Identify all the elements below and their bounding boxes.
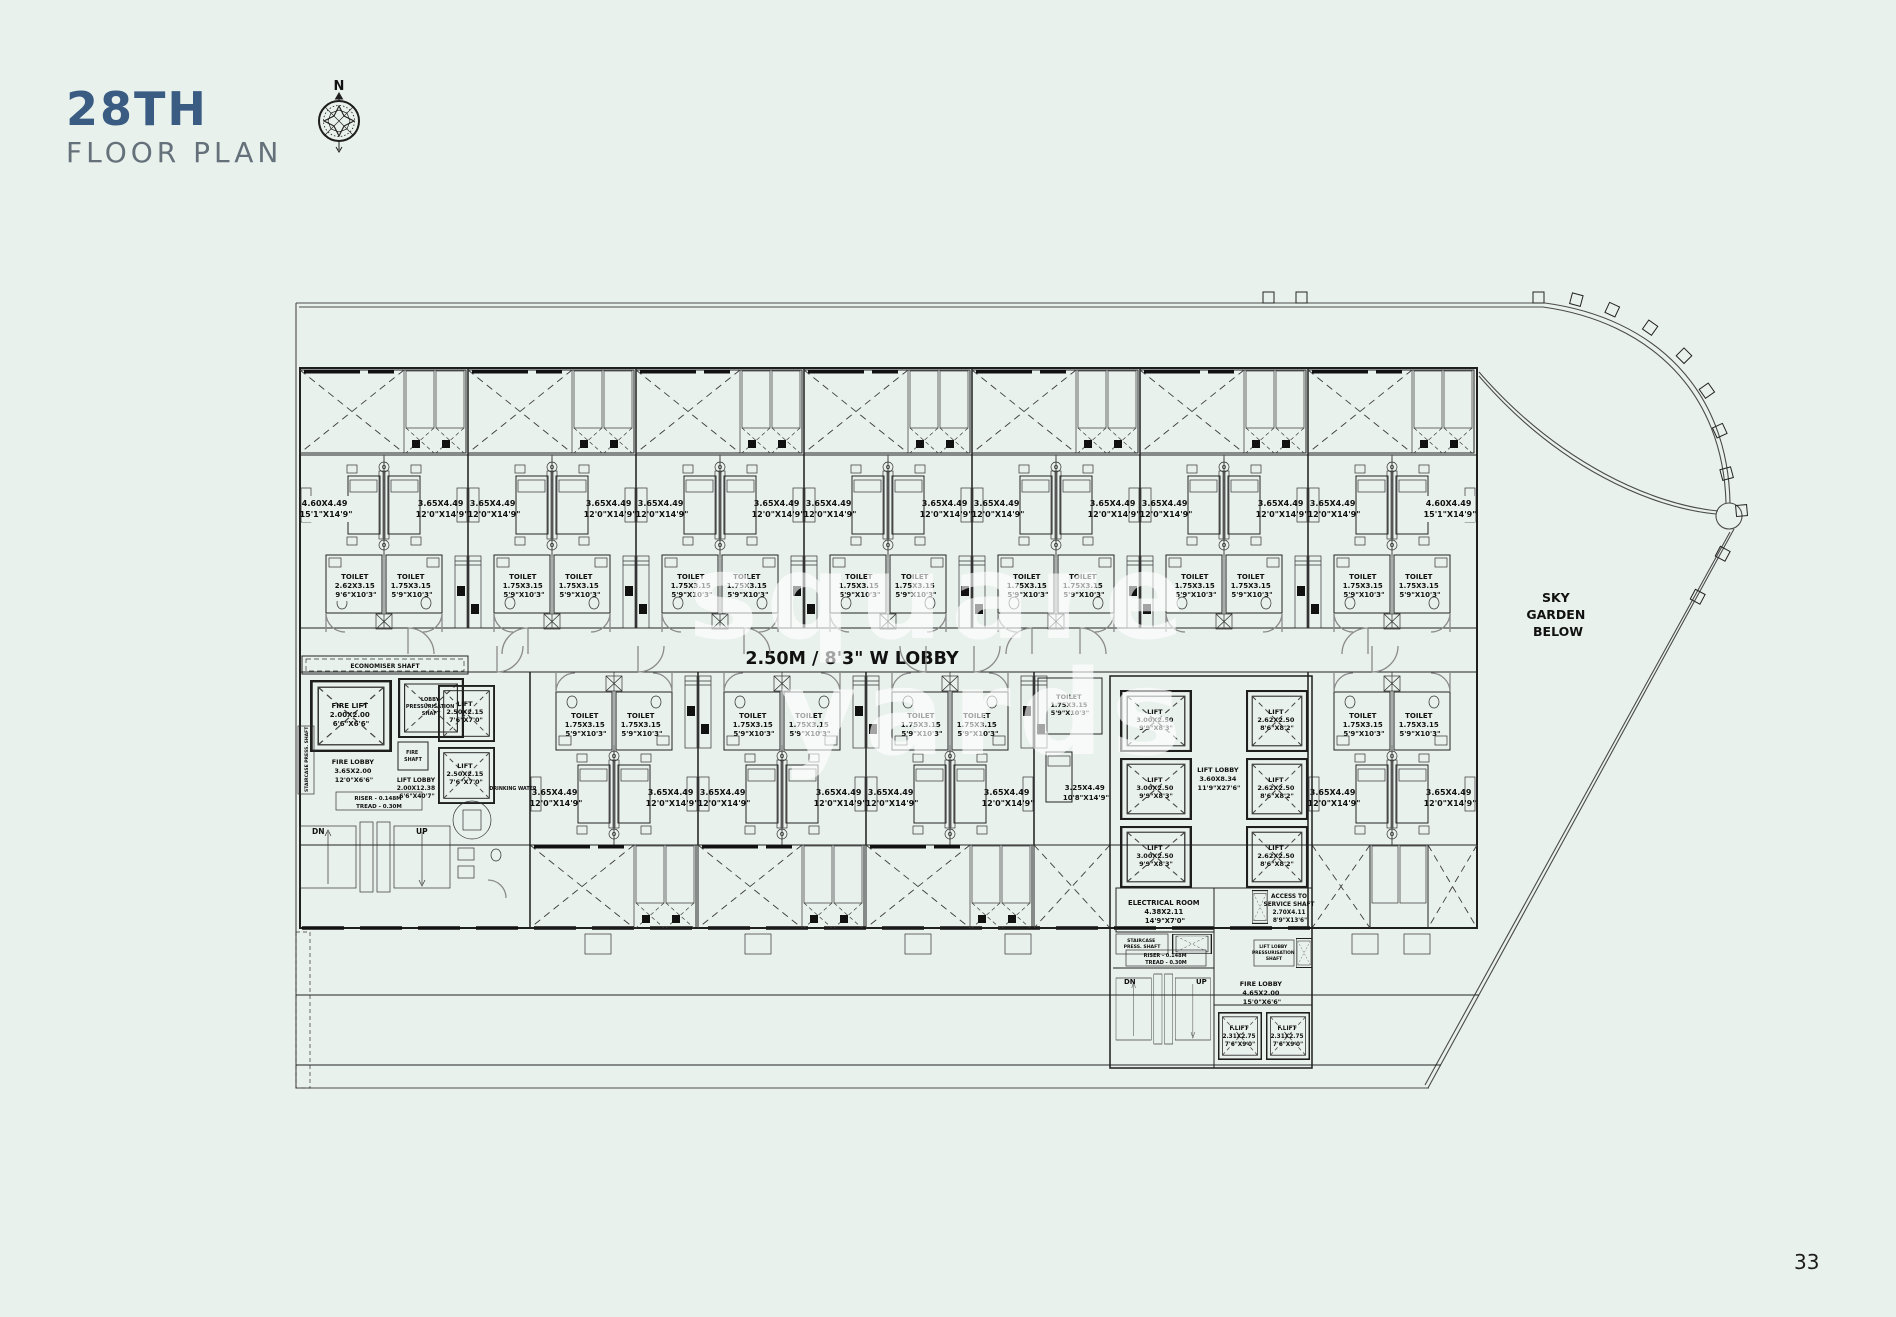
lower-toilet-row xyxy=(555,672,1451,751)
svg-text:LIFT 3.00X2.50 9'9: LIFT 3.00X2.50 9'9"X8'3" xyxy=(1136,844,1175,868)
left-lift-lobby-label: LIFT LOBBY 2.00X12.38 6'6"X40'7" xyxy=(397,777,438,800)
svg-text:LIFT 3.00X2.50 9'9: LIFT 3.00X2.50 9'9"X8'3" xyxy=(1136,776,1175,800)
svg-text:FIRE LIFT 2.00X2.00: FIRE LIFT 2.00X2.00 6'6"X6'6" xyxy=(330,702,372,728)
upper-room-row: 4.60X4.49 15'1"X14'9" 4.60X4.49 15'1"X14… xyxy=(299,455,1477,557)
upper-duplex-band xyxy=(299,369,1475,454)
svg-text:3.25X4.49 10'8"X14'9": 3.25X4.49 10'8"X14'9" xyxy=(1063,784,1109,802)
corridor: 2.50M / 8'3" W LOBBY xyxy=(407,627,1399,673)
terrace-strips xyxy=(295,931,1479,1089)
compass-icon: N xyxy=(318,79,360,153)
svg-text:RISER - 0.148M TREAD - 0: RISER - 0.148M TREAD - 0.30M xyxy=(1144,953,1189,966)
svg-text:LIFT LOBBY PRESSURISATIO: LIFT LOBBY PRESSURISATION SHAFT xyxy=(1252,944,1296,962)
drinking-water-label: DRINKING WATER xyxy=(489,786,537,792)
end-room-label-right: 4.60X4.49 15'1"X14'9" xyxy=(1424,496,1477,522)
svg-text:TOILET 2.62X3.15: TOILET 2.62X3.15 9'6"X10'3" xyxy=(335,573,377,599)
svg-text:RISER - 0.148M TREAD - 0: RISER - 0.148M TREAD - 0.30M xyxy=(354,796,403,810)
left-core: ECONOMISER SHAFT FIRE LIFT 2.00X2.00 6'6… xyxy=(297,655,537,928)
small-room: TOILET 1.75X3.15 5'9"X10'3" 3.25X4.49 10… xyxy=(1037,677,1109,803)
svg-text:LIFT 3.00X2.50 9'9: LIFT 3.00X2.50 9'9"X8'3" xyxy=(1136,708,1175,732)
svg-text:LIFT 2.62X2.50 8'6: LIFT 2.62X2.50 8'6"X8'2" xyxy=(1257,844,1296,868)
compass-north-label: N xyxy=(334,79,345,94)
left-fire-lobby-label: FIRE LOBBY 3.65X2.00 12'0"X6'6" xyxy=(332,758,377,784)
upper-toilet-row: TOILET 2.62X3.15 9'6"X10'3" xyxy=(325,554,1451,633)
svg-text:LIFT 2.62X2.50 8'6: LIFT 2.62X2.50 8'6"X8'2" xyxy=(1257,776,1296,800)
svg-text:4.60X4.49 15'1"X14'9": 4.60X4.49 15'1"X14'9" xyxy=(1424,499,1477,519)
right-lift-lobby-label: LIFT LOBBY 3.60X8.34 11'9"X27'6" xyxy=(1197,766,1241,792)
svg-text:TOILET 1.75X3.15: TOILET 1.75X3.15 5'9"X10'3" xyxy=(1050,693,1089,717)
stair-press-shaft-label: STAIRCASE PRESS. SHAFT xyxy=(304,726,310,792)
building-outline xyxy=(299,367,1478,930)
page-title: 28TH xyxy=(66,82,208,136)
svg-text:LIFT 2.62X2.50 8'6: LIFT 2.62X2.50 8'6"X8'2" xyxy=(1257,708,1296,732)
right-core: LIFT 3.00X2.50 9'9"X8'3" LIFT 3.00X2.50 … xyxy=(1109,675,1317,1069)
electrical-room-label: ELECTRICAL ROOM 4.38X2.11 14'9"X7'0" xyxy=(1128,899,1202,925)
svg-text:4.60X4.49 15'1"X14'9": 4.60X4.49 15'1"X14'9" xyxy=(300,499,353,519)
svg-text:DN: DN xyxy=(1124,978,1136,986)
lower-room-row: TOILET 1.75X3.15 5'9"X10'3" 3.25X4.49 10… xyxy=(529,677,1477,846)
facade-mullions xyxy=(1262,291,1749,605)
svg-text:UP: UP xyxy=(1196,978,1207,986)
floor-title-block: 28TH FLOOR PLAN xyxy=(66,86,282,169)
svg-text:UP: UP xyxy=(416,827,428,836)
site-boundary xyxy=(295,291,1749,1089)
economiser-shaft-label: ECONOMISER SHAFT xyxy=(350,663,420,670)
end-toilet-label: TOILET 2.62X3.15 9'6"X10'3" xyxy=(331,571,381,601)
svg-text:F.LIFT 2.31X2.75 7: F.LIFT 2.31X2.75 7'6"X9'0" xyxy=(1222,1026,1257,1048)
svg-text:STAIRCASE PRESS. SHAFT: STAIRCASE PRESS. SHAFT xyxy=(1124,938,1162,950)
page-number: 33 xyxy=(1794,1250,1820,1274)
page-subtitle: FLOOR PLAN xyxy=(66,136,283,169)
svg-text:LOBBY PRESSURISATION: LOBBY PRESSURISATION SHAFT xyxy=(406,697,456,717)
access-service-shaft-label: ACCESS TO SERVICE SHAFT 2.70X4.11 8'9"X1… xyxy=(1264,894,1317,924)
lower-duplex-band xyxy=(529,844,1478,929)
corridor-label: 2.50M / 8'3" W LOBBY xyxy=(745,649,959,669)
svg-text:DN: DN xyxy=(312,827,325,836)
svg-text:LIFT 2.50X2.15 7'6: LIFT 2.50X2.15 7'6"X7'0" xyxy=(446,700,485,724)
svg-text:LIFT 2.50X2.15 7'6: LIFT 2.50X2.15 7'6"X7'0" xyxy=(446,762,485,786)
svg-text:FIRE SHAFT: FIRE SHAFT xyxy=(404,750,422,763)
right-fire-lobby-label: FIRE LOBBY 4.65X2.00 15'0"X6'6" xyxy=(1240,980,1285,1006)
svg-text:F.LIFT 2.31X2.75 7: F.LIFT 2.31X2.75 7'6"X9'0" xyxy=(1270,1026,1305,1048)
sky-garden-label: SKY GARDEN BELOW xyxy=(1526,590,1589,639)
unit-divider-walls xyxy=(383,368,1393,928)
end-room-label-left: 4.60X4.49 15'1"X14'9" xyxy=(300,496,353,522)
